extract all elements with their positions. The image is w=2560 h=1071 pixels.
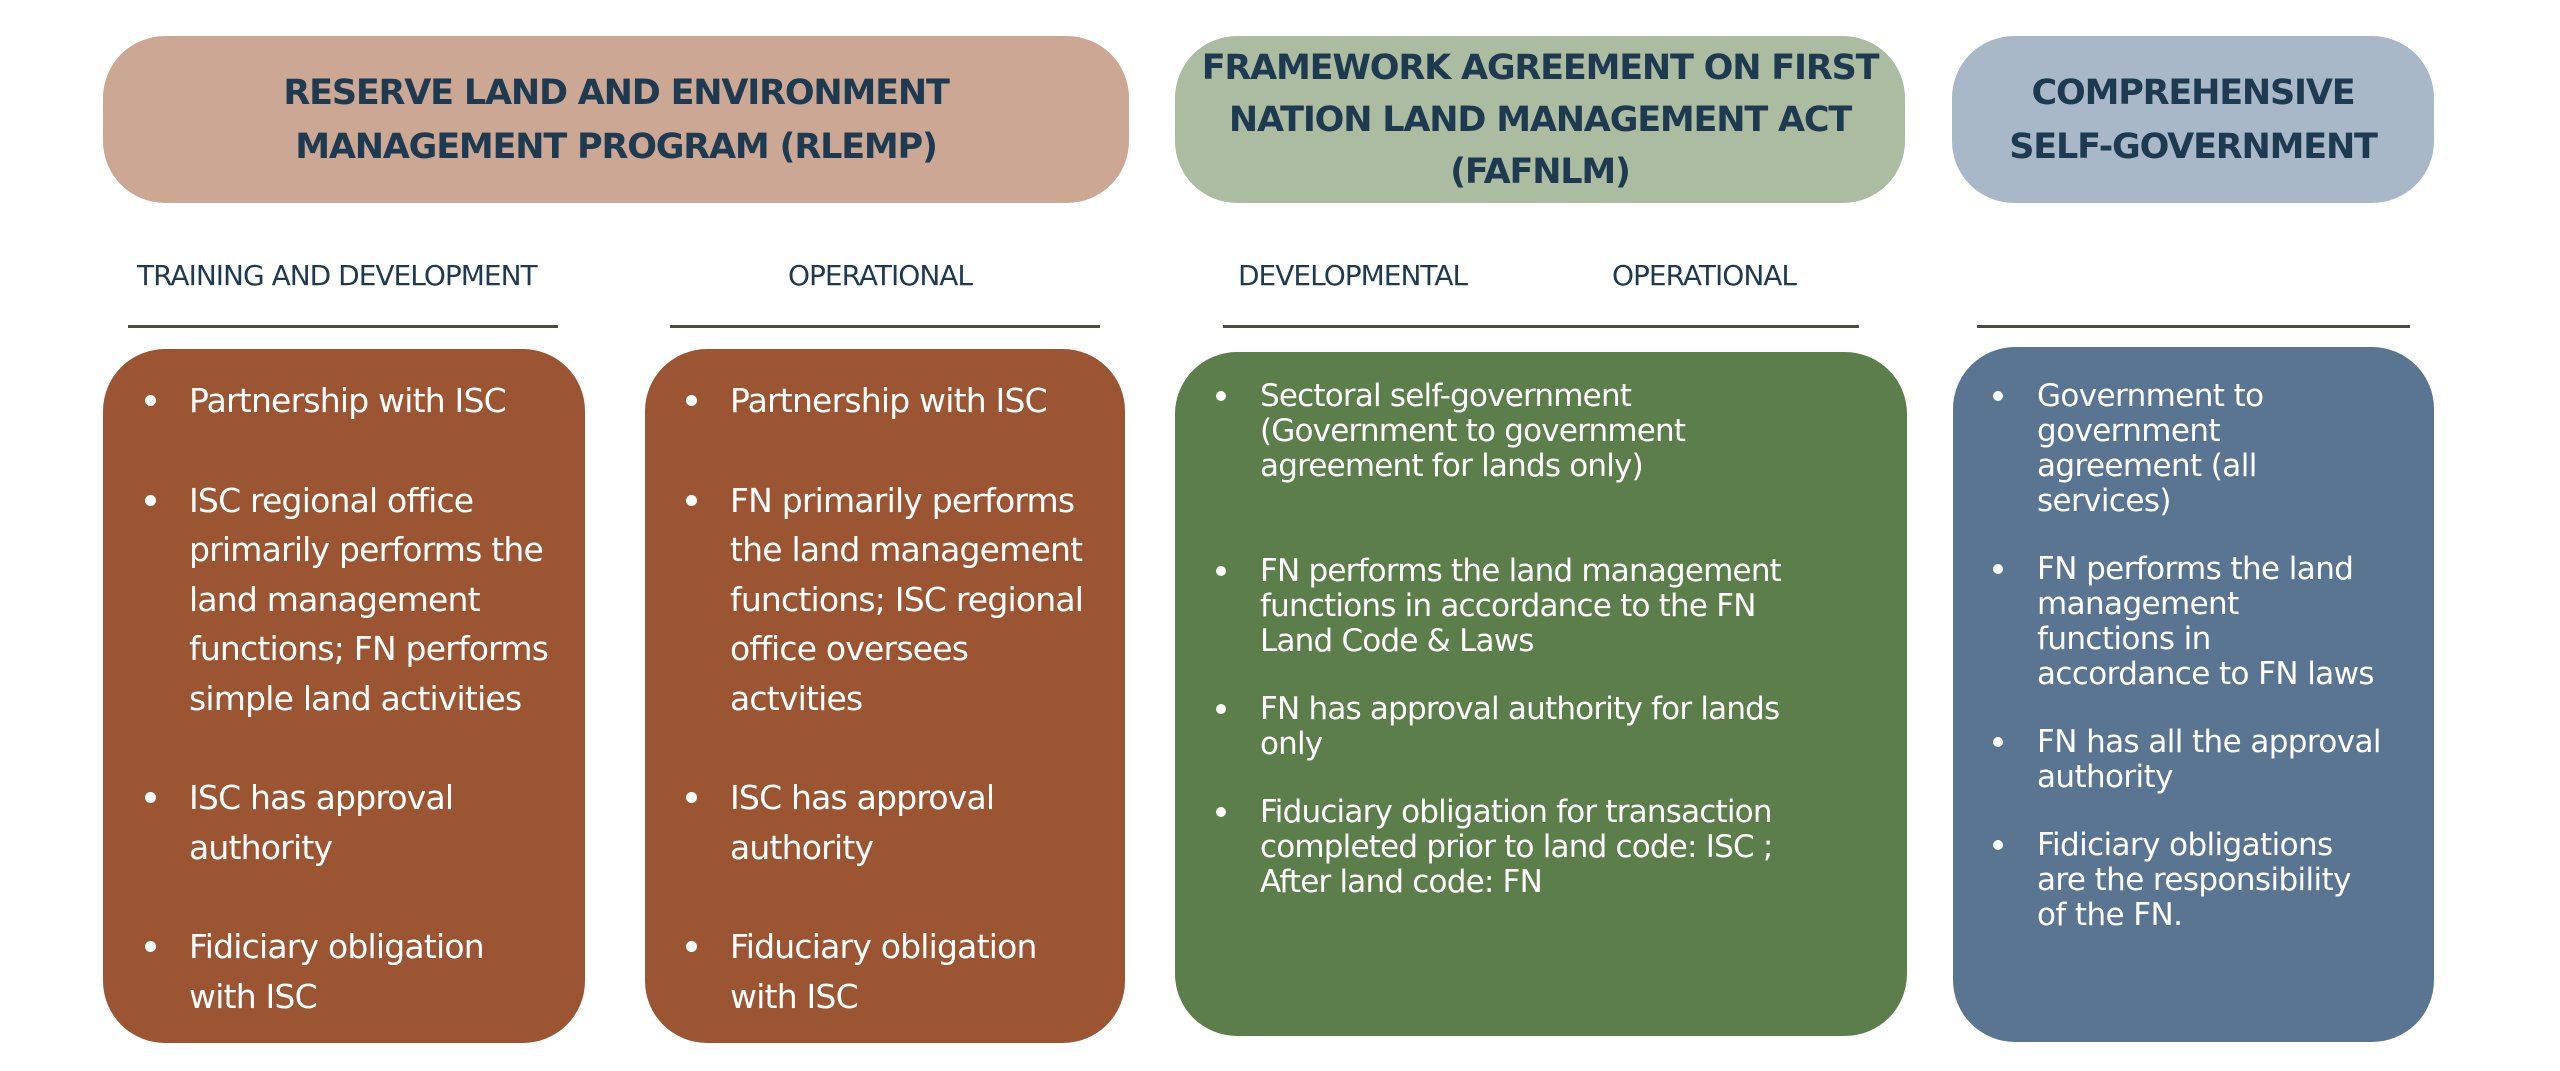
bullet-icon [1993, 840, 2003, 850]
list-item: Fidiciary obligation with ISC [145, 922, 548, 1021]
self-government-card: Government to government agreement (all … [1953, 347, 2434, 1042]
training-development-card: Partnership with ISC ISC regional office… [103, 349, 585, 1043]
fafnlm-header: FRAMEWORK AGREEMENT ON FIRST NATION LAND… [1175, 36, 1905, 203]
fafnlm-card: Sectoral self-government (Government to … [1175, 352, 1907, 1036]
list-item-text: Fidiciary obligations are the responsibi… [2037, 827, 2351, 933]
list-item-text: Partnership with ISC [730, 381, 1048, 420]
bullet-icon [145, 395, 156, 406]
list-item-text: FN performs the land management function… [1260, 553, 1782, 659]
bullet-icon [1216, 391, 1226, 401]
bullet-icon [1993, 391, 2003, 401]
list-item: ISC has approval authority [145, 773, 548, 872]
divider-self-government [1977, 325, 2410, 328]
list-item: Fiduciary obligation for transaction com… [1216, 794, 1781, 900]
list-item: Fidiciary obligations are the responsibi… [1993, 827, 2381, 933]
bullet-icon [145, 941, 156, 952]
rlemp-operational-card: Partnership with ISC FN primarily perfor… [645, 349, 1125, 1043]
bullet-icon [686, 792, 697, 803]
divider-rlemp-operational [670, 325, 1100, 328]
list-item-text: ISC has approval authority [730, 778, 995, 867]
rlemp-header: RESERVE LAND AND ENVIRONMENT MANAGEMENT … [103, 36, 1129, 203]
bullet-icon [1993, 564, 2003, 574]
label-rlemp-operational: OPERATIONAL [788, 259, 973, 292]
bullet-icon [145, 494, 156, 506]
list-item-text: FN has approval authority for lands only [1260, 691, 1780, 762]
list-item: Government to government agreement (all … [1993, 378, 2381, 519]
list-item: Sectoral self-government (Government to … [1216, 378, 1781, 484]
list-item-text: FN performs the land management function… [2037, 551, 2375, 692]
list-item-text: FN has all the approval authority [2037, 724, 2381, 795]
list-item: Partnership with ISC [145, 376, 548, 426]
list-item-text: ISC regional office primarily performs t… [189, 480, 549, 718]
list-item-text: ISC has approval authority [189, 778, 454, 867]
list-item-text: FN primarily performs the land managemen… [730, 480, 1084, 718]
list-item-text: Fidiciary obligation with ISC [189, 927, 485, 1016]
bullet-list: Partnership with ISC FN primarily perfor… [686, 376, 1084, 1071]
list-item-text: Government to government agreement (all … [2037, 378, 2264, 519]
list-item-text: Partnership with ISC [189, 381, 507, 420]
list-item-text: Sectoral self-government (Government to … [1260, 378, 1686, 484]
bullet-icon [1993, 737, 2003, 747]
divider-fafnlm [1223, 325, 1859, 328]
label-fafnlm-developmental: DEVELOPMENTAL [1238, 259, 1468, 292]
bullet-list: Sectoral self-government (Government to … [1216, 378, 1782, 933]
list-item: FN has approval authority for lands only [1216, 691, 1781, 762]
list-item: ISC regional office primarily performs t… [145, 476, 549, 724]
label-fafnlm-operational: OPERATIONAL [1612, 259, 1797, 292]
list-item: ISC has approval authority [686, 773, 1083, 872]
bullet-icon [686, 395, 697, 406]
bullet-list: Partnership with ISC ISC regional office… [145, 376, 549, 1071]
bullet-list: Government to government agreement (all … [1993, 378, 2381, 966]
bullet-icon [686, 494, 697, 506]
list-item: Fiduciary obligation with ISC [686, 922, 1083, 1021]
self-government-header: COMPREHENSIVE SELF-GOVERNMENT [1952, 36, 2434, 203]
fafnlm-title: FRAMEWORK AGREEMENT ON FIRST NATION LAND… [1201, 47, 1880, 192]
self-government-title: COMPREHENSIVE SELF-GOVERNMENT [2009, 72, 2378, 167]
bullet-icon [1216, 566, 1226, 576]
rlemp-title: RESERVE LAND AND ENVIRONMENT MANAGEMENT … [283, 72, 949, 167]
label-training-and-development: TRAINING AND DEVELOPMENT [137, 259, 538, 292]
list-item: FN primarily performs the land managemen… [686, 476, 1084, 724]
bullet-icon [1216, 704, 1226, 714]
list-item: FN performs the land management function… [1216, 553, 1782, 659]
list-item-text: Fiduciary obligation with ISC [730, 927, 1037, 1016]
bullet-icon [686, 941, 697, 952]
list-item: Partnership with ISC [686, 376, 1083, 426]
list-item: FN performs the land management function… [1993, 551, 2381, 692]
bullet-icon [145, 792, 156, 803]
list-item-text: Fiduciary obligation for transaction com… [1260, 794, 1773, 900]
divider-training [128, 325, 558, 328]
bullet-icon [1216, 807, 1226, 817]
list-item: FN has all the approval authority [1993, 724, 2381, 795]
